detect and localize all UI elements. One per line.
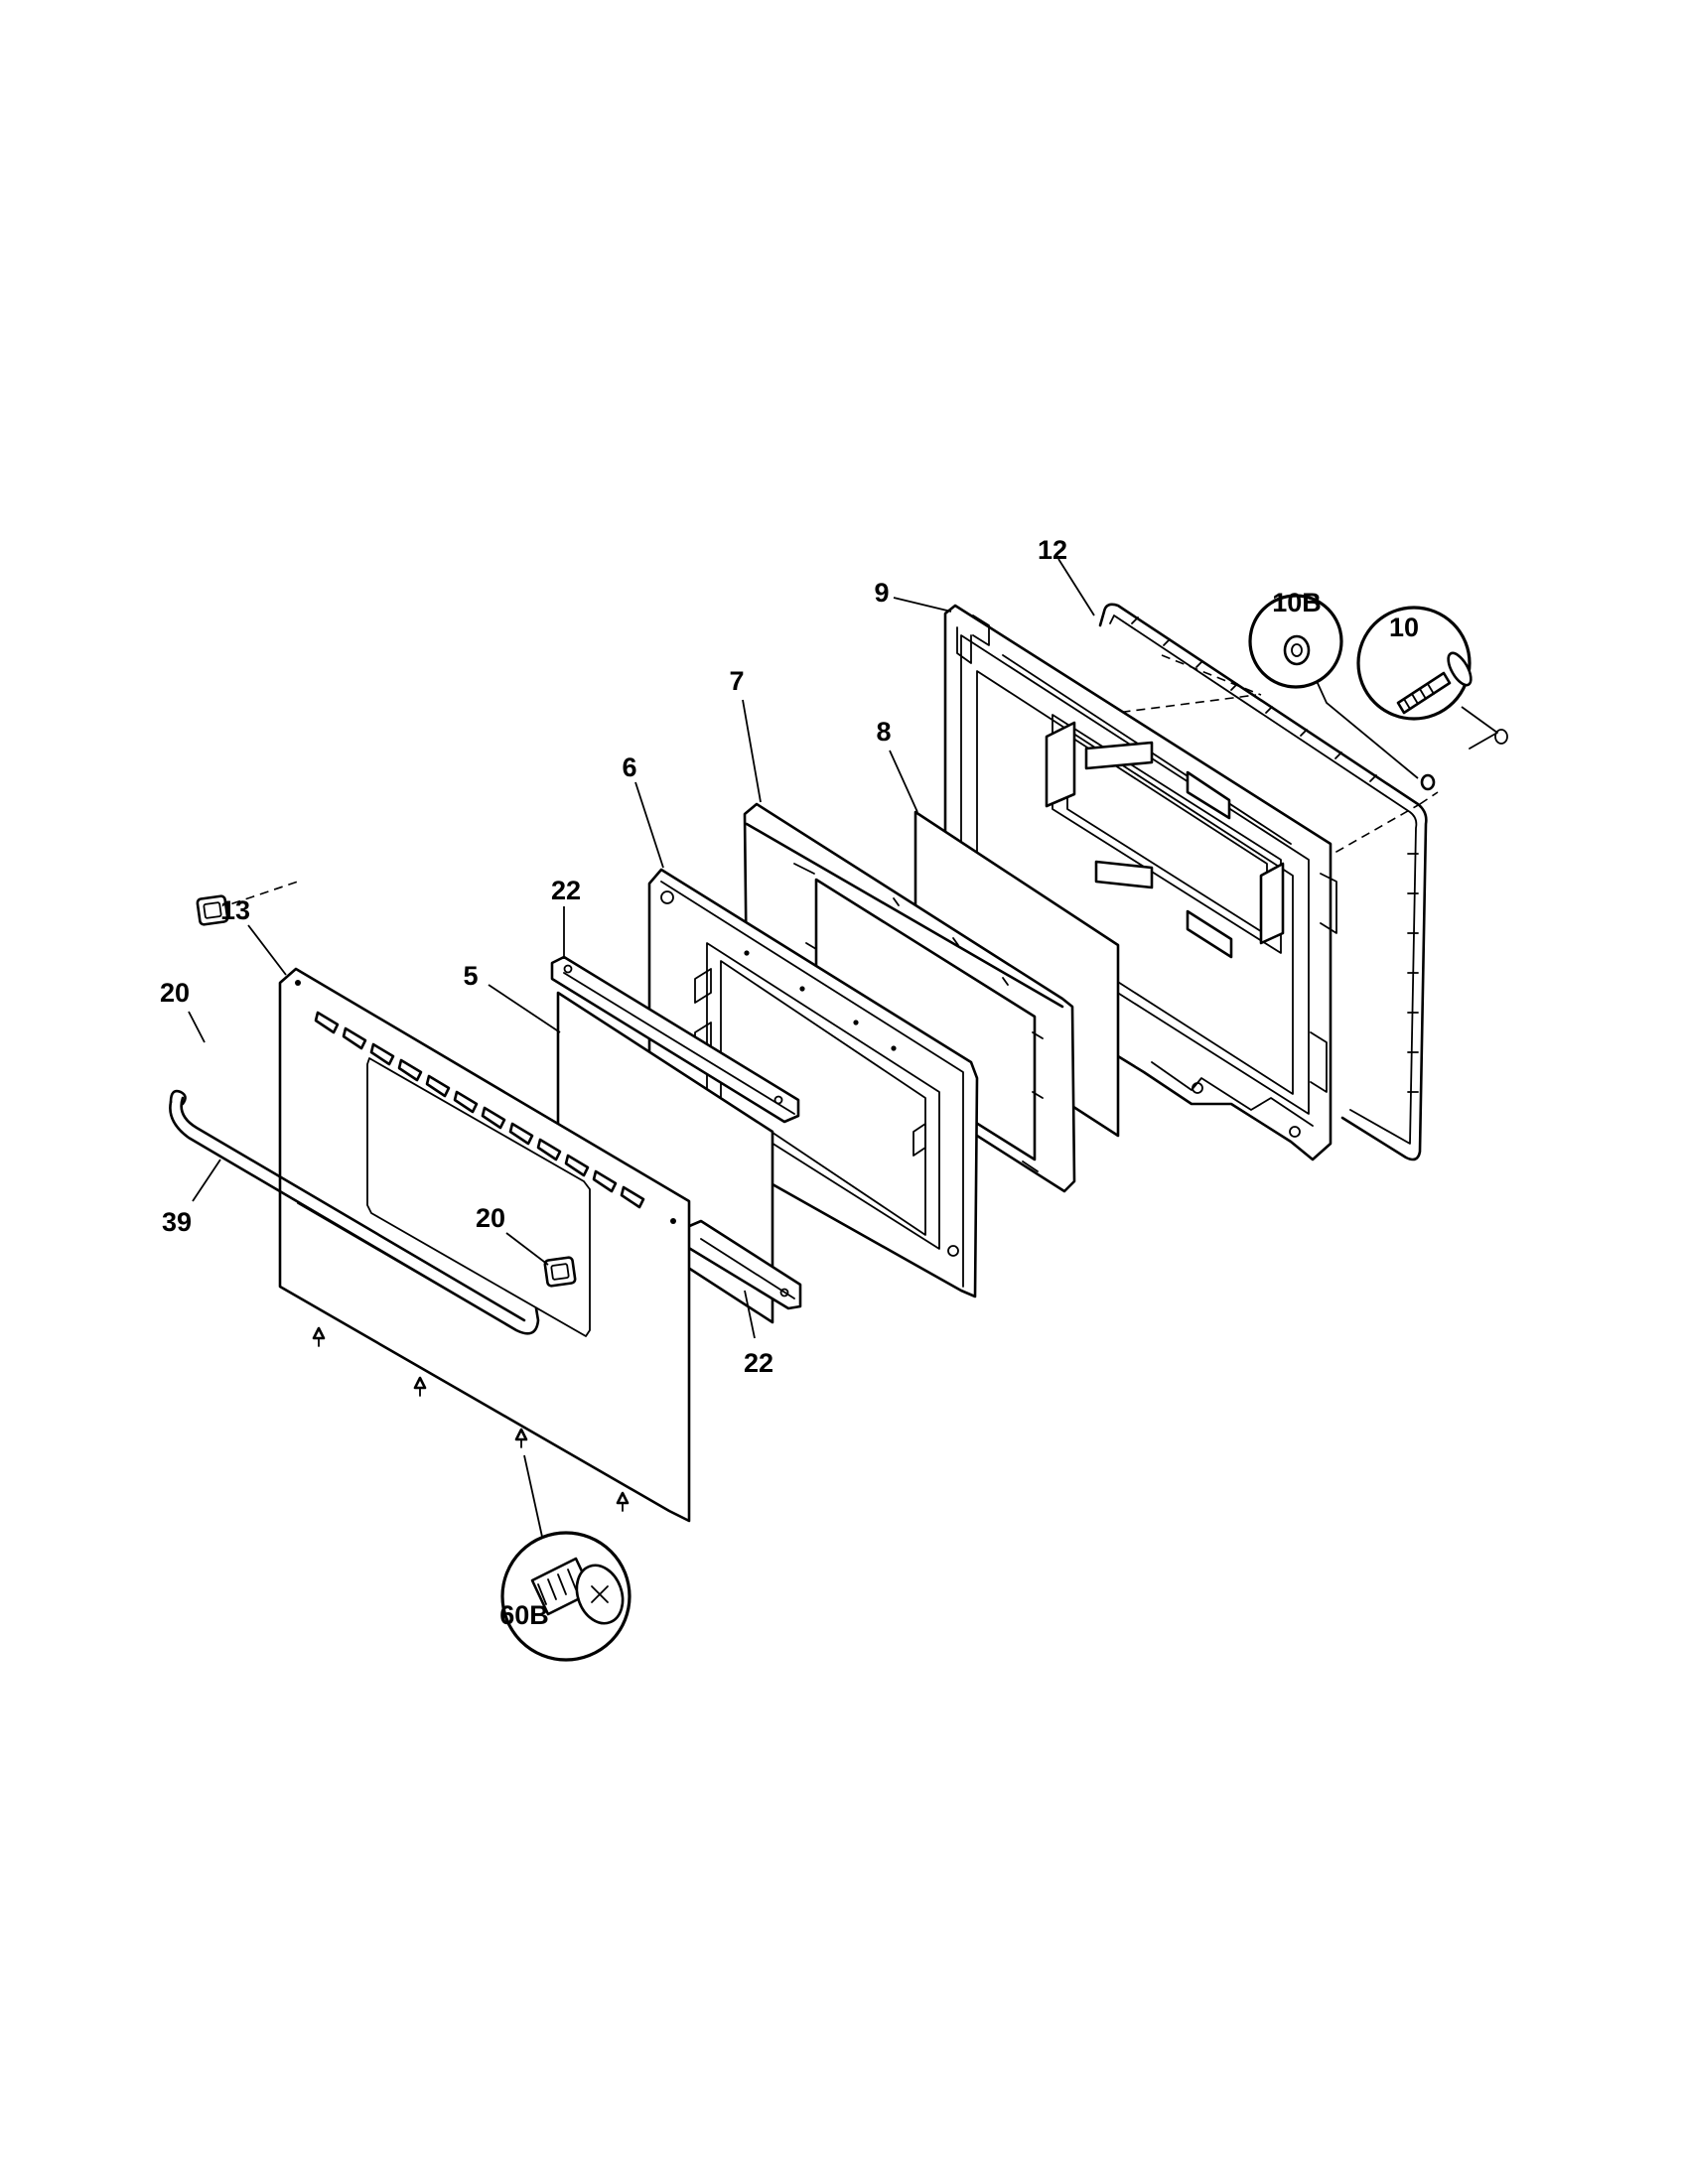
callout-8: 8 [876, 717, 891, 747]
part-12-door-gasket [1098, 603, 1428, 1161]
callout-9: 9 [874, 578, 889, 608]
leader-lines [188, 558, 1095, 1339]
bottom-screws [312, 1326, 630, 1512]
vent-slots [314, 1011, 645, 1209]
callout-10b: 10B [1272, 588, 1322, 617]
part-9-inner-door-liner [943, 604, 1337, 1161]
callout-22-top: 22 [551, 876, 581, 905]
callout-20-left: 20 [160, 978, 190, 1008]
callout-13: 13 [220, 895, 250, 925]
part-10-screw-detail [1356, 606, 1508, 750]
callout-20-right: 20 [476, 1203, 505, 1233]
part-60b-screw-detail [500, 1454, 632, 1662]
callout-22-bottom: 22 [744, 1348, 773, 1378]
part-13-outer-door-panel [278, 967, 691, 1523]
callout-labels: 12 9 10B 10 7 8 6 22 13 5 20 20 39 22 60… [160, 535, 1419, 1630]
part-10b-washer-detail [1248, 594, 1436, 791]
callout-10: 10 [1389, 613, 1419, 642]
callout-5: 5 [463, 961, 478, 991]
callout-12: 12 [1038, 535, 1067, 565]
part-20-handle-cap-left [196, 894, 229, 926]
callout-7: 7 [729, 666, 744, 696]
callout-60b: 60B [499, 1600, 549, 1630]
callout-39: 39 [162, 1207, 192, 1237]
part-39-handle [169, 1089, 540, 1335]
part-20-handle-cap-right [543, 1256, 577, 1288]
callout-6: 6 [622, 752, 636, 782]
